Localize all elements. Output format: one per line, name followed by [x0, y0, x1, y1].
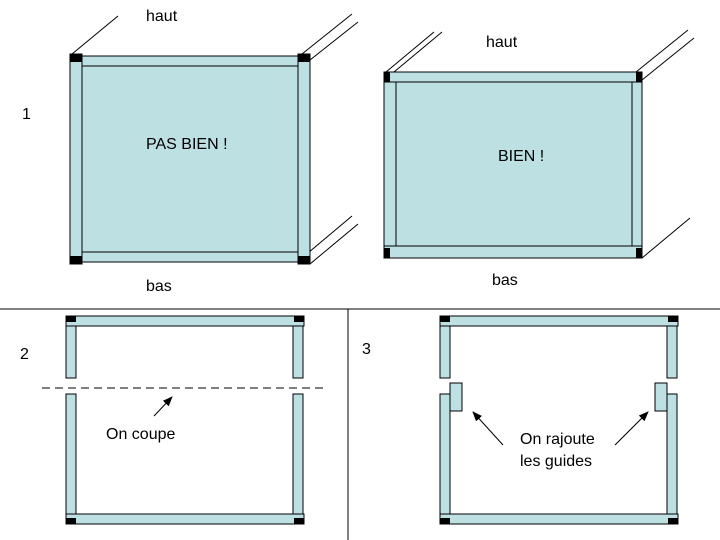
- guide-arrow-right: [614, 411, 649, 446]
- panel3-frame: [439, 315, 679, 525]
- left-guide: [449, 382, 463, 412]
- cut-caption: On coupe: [106, 426, 175, 443]
- panel1-number: 1: [22, 106, 31, 123]
- guides-caption-line1: On rajoute: [520, 431, 595, 448]
- panel3-number: 3: [362, 341, 371, 358]
- panel1-right-box: [383, 29, 695, 259]
- panel2-frame: [65, 315, 305, 525]
- guides-caption-line2: les guides: [520, 453, 592, 470]
- cut-arrow: [153, 396, 173, 417]
- left-box-bottom-label: bas: [146, 278, 172, 295]
- right-box-top-label: haut: [486, 34, 518, 51]
- right-box-bottom-label: bas: [492, 272, 518, 289]
- right-guide: [654, 382, 668, 412]
- right-box-center-label: BIEN !: [498, 148, 544, 165]
- panel2-number: 2: [20, 346, 29, 363]
- left-box-top-label: haut: [146, 8, 178, 25]
- guide-arrow-left: [472, 411, 504, 446]
- panel1-left-box: [69, 13, 359, 265]
- left-box-center-label: PAS BIEN !: [146, 136, 228, 153]
